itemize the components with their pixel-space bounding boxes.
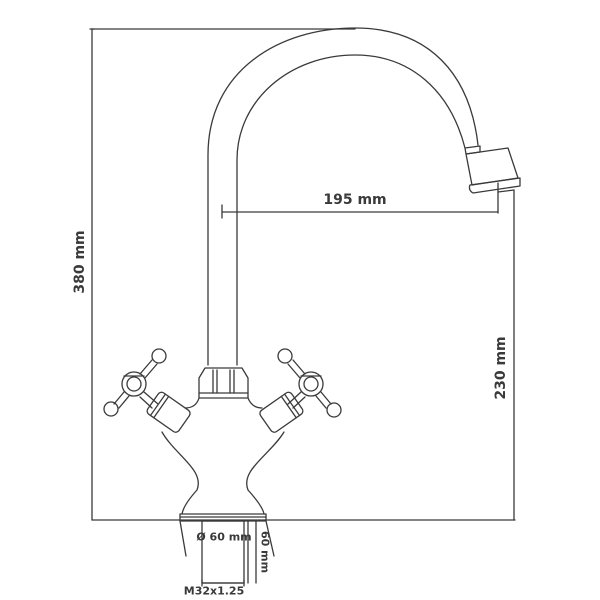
base-plate <box>179 513 275 557</box>
gooseneck-spout <box>207 27 479 366</box>
label-spout-reach: 195 mm <box>323 192 387 208</box>
right-cross-handle <box>277 348 342 418</box>
left-valve-collar <box>146 391 191 433</box>
spout-aerator <box>464 145 521 194</box>
body-shoulder-right <box>247 397 263 409</box>
spout-nut <box>198 367 249 399</box>
label-thread-spec: M32x1.25 <box>183 584 245 598</box>
right-valve-collar <box>259 391 304 433</box>
label-spout-height: 230 mm <box>493 336 509 400</box>
faucet-body <box>161 431 285 515</box>
label-base-diameter: Ø 60 mm <box>196 530 252 544</box>
body-shoulder-left <box>184 397 200 409</box>
label-thread-length: 60 mm <box>258 530 272 574</box>
label-total-height: 380 mm <box>72 230 88 294</box>
left-cross-handle <box>103 348 167 417</box>
dimension-line-total-height <box>89 28 516 521</box>
dimension-line-spout-reach <box>221 191 499 219</box>
threaded-stem <box>201 520 257 587</box>
